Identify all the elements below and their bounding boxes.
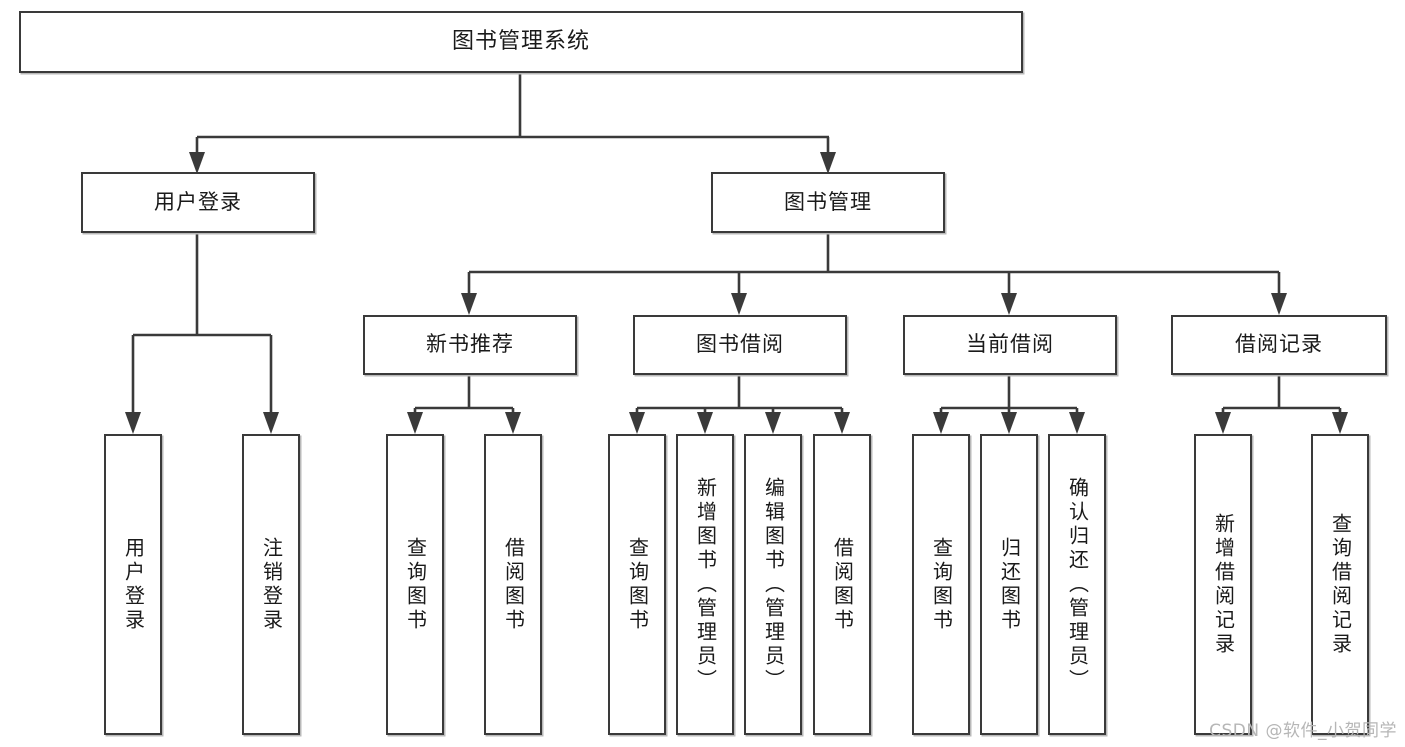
node-label: 注销登录 [259, 536, 284, 633]
node-label: 当前借阅 [966, 332, 1054, 357]
node-label: 用户登录 [121, 536, 146, 633]
leaf-new-book-query-book[interactable]: 查询图书 [386, 434, 444, 735]
leaf-user-login-login[interactable]: 用户登录 [104, 434, 162, 735]
node-label: 图书借阅 [696, 332, 784, 357]
leaf-book-borrow-add-book-admin[interactable]: 新增图书（管理员） [676, 434, 734, 735]
node-book-management[interactable]: 图书管理 [711, 172, 945, 233]
node-current-borrow[interactable]: 当前借阅 [903, 315, 1117, 375]
node-label: 查询图书 [929, 536, 954, 633]
node-borrow-records[interactable]: 借阅记录 [1171, 315, 1387, 375]
node-label: 归还图书 [997, 536, 1022, 633]
node-label: 借阅记录 [1235, 332, 1323, 357]
node-label: 图书管理系统 [451, 28, 590, 54]
node-label: 新增图书（管理员） [693, 476, 718, 693]
leaf-book-borrow-edit-book-admin[interactable]: 编辑图书（管理员） [744, 434, 802, 735]
node-label: 确认归还（管理员） [1065, 476, 1090, 693]
leaf-user-login-logout[interactable]: 注销登录 [242, 434, 300, 735]
node-label: 新增借阅记录 [1211, 512, 1236, 657]
node-label: 查询图书 [625, 536, 650, 633]
leaf-new-book-borrow-book[interactable]: 借阅图书 [484, 434, 542, 735]
node-label: 图书管理 [784, 189, 872, 214]
node-label: 借阅图书 [501, 536, 526, 633]
node-label: 用户登录 [154, 189, 242, 214]
leaf-current-borrow-query-book[interactable]: 查询图书 [912, 434, 970, 735]
node-book-borrow[interactable]: 图书借阅 [633, 315, 847, 375]
leaf-current-borrow-return-book[interactable]: 归还图书 [980, 434, 1038, 735]
node-user-login[interactable]: 用户登录 [81, 172, 315, 233]
leaf-book-borrow-query-book[interactable]: 查询图书 [608, 434, 666, 735]
leaf-book-borrow-borrow-book[interactable]: 借阅图书 [813, 434, 871, 735]
node-root-library-management-system[interactable]: 图书管理系统 [19, 11, 1023, 73]
node-label: 借阅图书 [830, 536, 855, 633]
node-label: 编辑图书（管理员） [761, 476, 786, 693]
node-label: 查询借阅记录 [1328, 512, 1353, 657]
node-label: 查询图书 [403, 536, 428, 633]
leaf-borrow-records-query-record[interactable]: 查询借阅记录 [1311, 434, 1369, 735]
csdn-watermark: CSDN @软件_小贺同学 [1209, 721, 1397, 741]
leaf-borrow-records-add-record[interactable]: 新增借阅记录 [1194, 434, 1252, 735]
node-label: 新书推荐 [426, 332, 514, 357]
node-new-book-recommend[interactable]: 新书推荐 [363, 315, 577, 375]
leaf-current-borrow-confirm-return-admin[interactable]: 确认归还（管理员） [1048, 434, 1106, 735]
